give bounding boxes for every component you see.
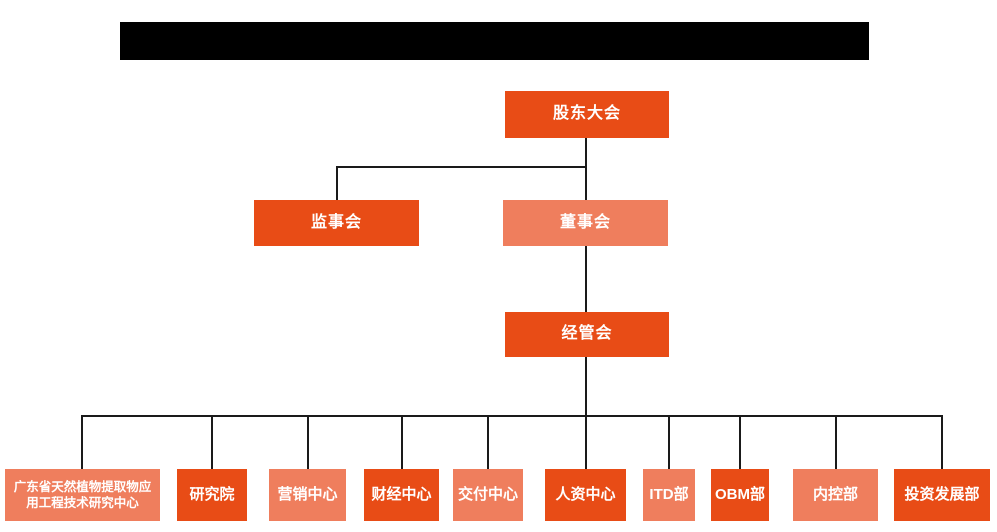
org-node-label: 内控部	[812, 486, 858, 504]
org-node-label: ITD部	[649, 486, 689, 504]
org-node-obm-department: OBM部	[711, 469, 769, 521]
org-node-label: 人资中心	[555, 486, 616, 504]
org-node-internal-control-department: 内控部	[793, 469, 878, 521]
org-node-board-of-directors: 董事会	[503, 200, 668, 246]
org-node-delivery-center: 交付中心	[453, 469, 523, 521]
org-node-guangdong-research-center: 广东省天然植物提取物应用工程技术研究中心	[5, 469, 160, 521]
redacted-title-bar	[120, 22, 869, 60]
org-node-label: 财经中心	[371, 486, 432, 504]
org-node-label: 董事会	[559, 213, 611, 231]
org-node-label: 营销中心	[277, 486, 338, 504]
org-node-label: 经管会	[561, 325, 613, 343]
org-node-management-committee: 经管会	[505, 312, 669, 357]
org-node-label: 股东大会	[552, 105, 621, 123]
org-node-supervisory-board: 监事会	[254, 200, 419, 246]
org-node-label: 广东省天然植物提取物应用工程技术研究中心	[13, 479, 152, 510]
org-node-label: 交付中心	[457, 486, 518, 504]
org-node-label: OBM部	[715, 486, 765, 504]
org-node-marketing-center: 营销中心	[269, 469, 346, 521]
org-node-hr-center: 人资中心	[545, 469, 626, 521]
org-node-label: 研究院	[189, 486, 235, 504]
org-node-label: 监事会	[310, 213, 362, 231]
org-node-finance-center: 财经中心	[364, 469, 439, 521]
org-node-shareholders-meeting: 股东大会	[505, 91, 669, 138]
org-node-research-institute: 研究院	[177, 469, 247, 521]
org-node-investment-development-department: 投资发展部	[894, 469, 990, 521]
org-node-label: 投资发展部	[904, 486, 980, 504]
org-node-itd-department: ITD部	[643, 469, 695, 521]
